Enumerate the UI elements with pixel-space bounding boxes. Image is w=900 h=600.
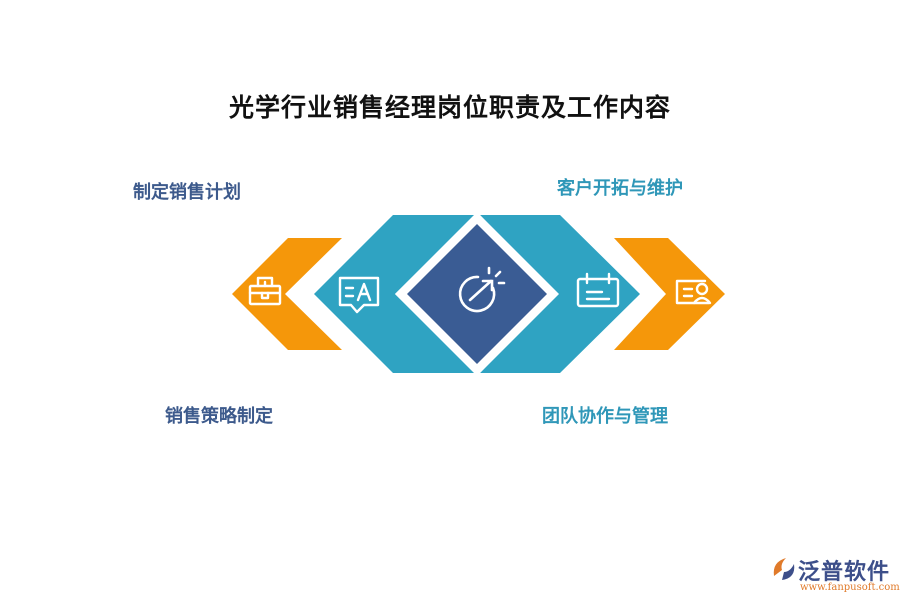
chat-document-icon: [338, 276, 380, 314]
logo-url: www.fanpusoft.com: [800, 582, 900, 593]
logo-name: 泛普软件: [798, 560, 891, 585]
logo-mark-icon: [773, 558, 795, 580]
calendar-icon: [576, 272, 620, 308]
label-team-management: 团队协作与管理: [542, 406, 668, 427]
right-orange-chevron: [614, 238, 725, 350]
label-sales-plan: 制定销售计划: [133, 182, 241, 203]
brand-logo: 泛普软件 www.fanpusoft.com: [770, 552, 900, 596]
page-title: 光学行业销售经理岗位职责及工作内容: [228, 93, 671, 122]
profile-card-icon: [675, 279, 712, 305]
target-arrow-icon: [458, 266, 506, 313]
toolbox-icon: [248, 276, 282, 306]
right-teal-chevron: [480, 215, 640, 373]
label-sales-strategy: 销售策略制定: [165, 406, 273, 427]
label-customer-development: 客户开拓与维护: [557, 178, 683, 199]
